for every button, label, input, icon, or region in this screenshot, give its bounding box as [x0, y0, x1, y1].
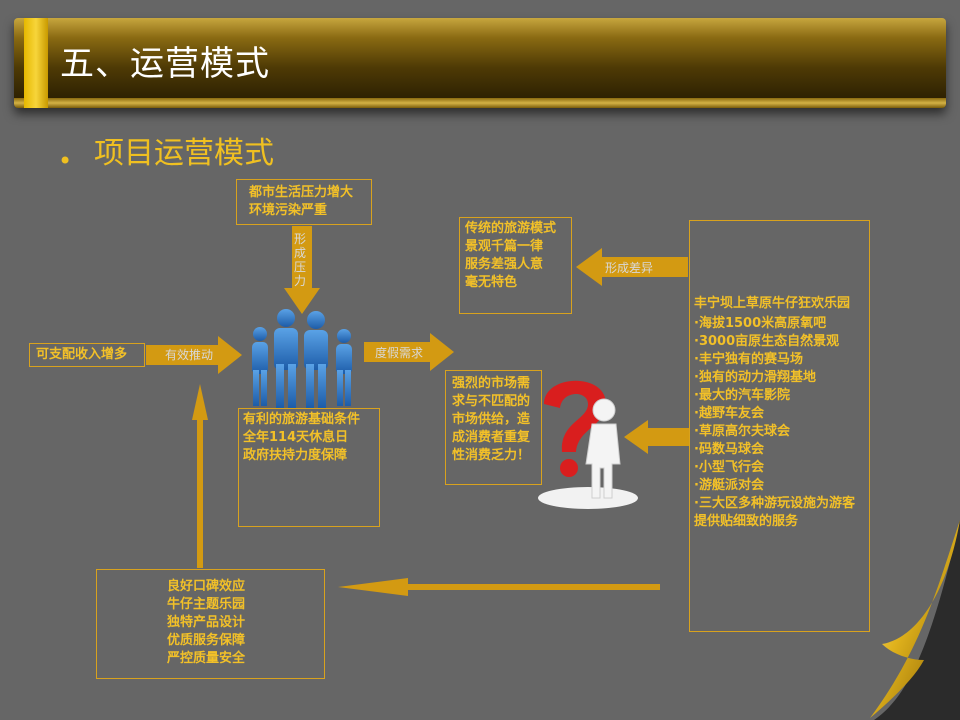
slide-subtitle: 项目运营模式 — [94, 136, 274, 171]
fengning-title: 丰宁坝上草原牛仔狂欢乐园 — [694, 296, 851, 311]
family-people-icon — [252, 309, 352, 408]
fengning-item: ·三大区多种游玩设施为游客提供贴细致的服务 — [694, 496, 855, 529]
market-line: 成消费者重复 — [452, 430, 531, 445]
right-arrow-icon — [146, 336, 242, 374]
conditions-line: 政府扶持力度保障 — [243, 448, 348, 463]
fengning-item: ·越野车友会 — [694, 406, 764, 421]
fengning-item: ·草原高尔夫球会 — [694, 424, 790, 439]
right-arrow-icon — [364, 333, 454, 371]
traditional-box: 传统的旅游模式 景观千篇一律 服务差强人意 毫无特色 — [459, 217, 572, 314]
income-box: 可支配收入增多 — [29, 343, 145, 367]
difference-arrow-label: 形成差异 — [605, 261, 654, 275]
market-line: 强烈的市场需 — [452, 376, 531, 391]
traditional-line: 服务差强人意 — [465, 257, 544, 272]
market-line: 市场供给，造 — [452, 412, 531, 427]
conditions-box: 有利的旅游基础条件 全年114天休息日 政府扶持力度保障 — [238, 408, 380, 527]
results-line: 独特产品设计 — [167, 615, 246, 630]
market-line: 求与不匹配的 — [452, 394, 531, 409]
fengning-item: ·海拔1500米高原氧吧 — [694, 316, 827, 331]
left-arrow-icon — [338, 578, 660, 596]
traditional-line: 景观千篇一律 — [465, 239, 544, 254]
traditional-line: 传统的旅游模式 — [465, 221, 557, 236]
promote-arrow-label: 有效推动 — [165, 348, 214, 362]
title-bar — [14, 18, 946, 108]
up-arrow-icon — [192, 384, 208, 568]
results-line: 良好口碑效应 — [167, 579, 246, 594]
pressure-line: 环境污染严重 — [249, 203, 328, 218]
income-text: 可支配收入增多 — [36, 347, 128, 362]
fengning-item: ·最大的汽车影院 — [694, 388, 790, 403]
fengning-item: ·游艇派对会 — [694, 478, 764, 493]
market-line: 性消费乏力！ — [452, 448, 531, 463]
slide-title: 五、运营模式 — [60, 44, 270, 84]
results-box: 良好口碑效应 牛仔主题乐园 独特产品设计 优质服务保障 严控质量安全 — [96, 569, 325, 679]
fengning-item: ·3000亩原生态自然景观 — [694, 334, 840, 349]
vacation-arrow-label: 度假需求 — [375, 346, 424, 360]
results-line: 严控质量安全 — [167, 651, 246, 666]
conditions-line: 有利的旅游基础条件 — [243, 412, 361, 427]
fengning-item: ·丰宁独有的赛马场 — [694, 352, 803, 367]
down-arrow-icon — [284, 226, 320, 314]
results-line: 牛仔主题乐园 — [167, 597, 246, 612]
pressure-box: 都市生活压力增大 环境污染严重 — [236, 179, 372, 225]
fengning-item: ·独有的动力滑翔基地 — [694, 370, 816, 385]
fengning-item: ·码数马球会 — [694, 442, 764, 457]
conditions-line: 全年114天休息日 — [243, 430, 349, 445]
pressure-line: 都市生活压力增大 — [249, 185, 354, 200]
bullet-icon: • — [58, 147, 73, 175]
left-arrow-icon — [624, 420, 690, 454]
market-box: 强烈的市场需 求与不匹配的 市场供给，造 成消费者重复 性消费乏力！ — [445, 370, 542, 485]
fengning-box: 丰宁坝上草原牛仔狂欢乐园 ·海拔1500米高原氧吧 ·3000亩原生态自然景观 … — [689, 220, 870, 632]
fengning-item: ·小型飞行会 — [694, 460, 764, 475]
results-line: 优质服务保障 — [167, 633, 246, 648]
traditional-line: 毫无特色 — [465, 275, 518, 290]
title-accent-bar — [24, 18, 48, 108]
pressure-arrow-label: 形 成 压 力 — [293, 232, 306, 288]
question-person-icon — [538, 380, 638, 509]
page-curl-decoration — [870, 520, 960, 720]
left-arrow-icon — [576, 248, 688, 286]
